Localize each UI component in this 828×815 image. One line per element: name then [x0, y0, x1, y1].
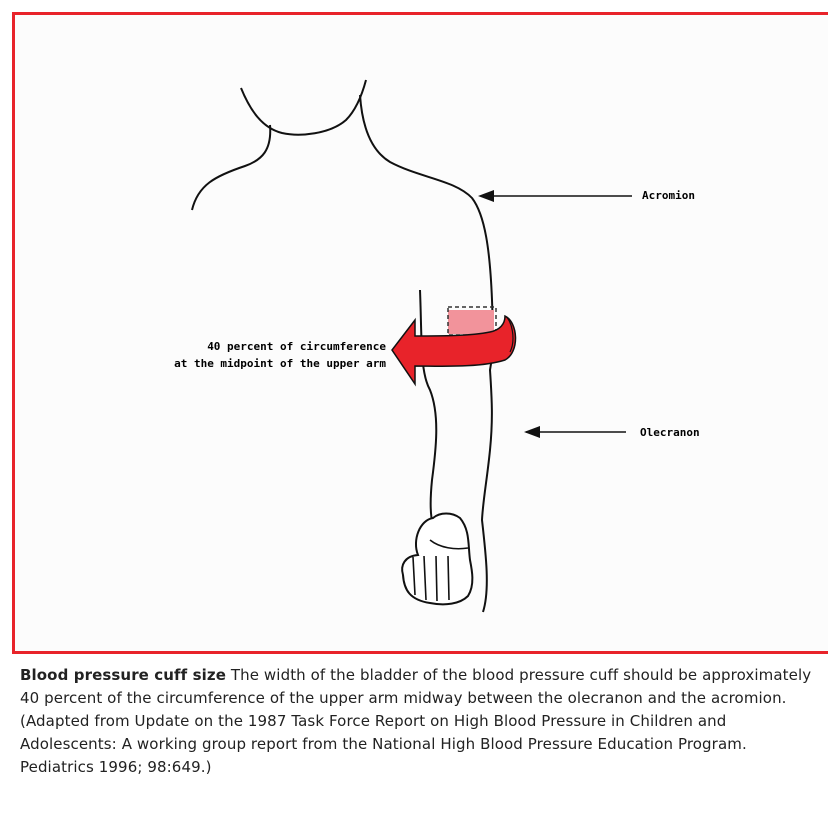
cuff-label-line-2: at the midpoint of the upper arm [100, 355, 386, 372]
olecranon-arrowhead [524, 426, 540, 438]
acromion-arrowhead [478, 190, 494, 202]
arm-diagram [0, 0, 828, 660]
cuff-bladder [448, 310, 494, 334]
cuff-label: 40 percent of circumference at the midpo… [100, 338, 386, 372]
caption-title: Blood pressure cuff size [20, 666, 226, 684]
left-shoulder-outline [192, 125, 270, 210]
figure-caption: Blood pressure cuff size The width of th… [20, 664, 822, 779]
acromion-label: Acromion [642, 187, 695, 204]
jaw-outline [241, 80, 366, 135]
olecranon-label: Olecranon [640, 424, 700, 441]
inner-arm-outline [420, 290, 436, 525]
cuff-label-line-1: 40 percent of circumference [100, 338, 386, 355]
